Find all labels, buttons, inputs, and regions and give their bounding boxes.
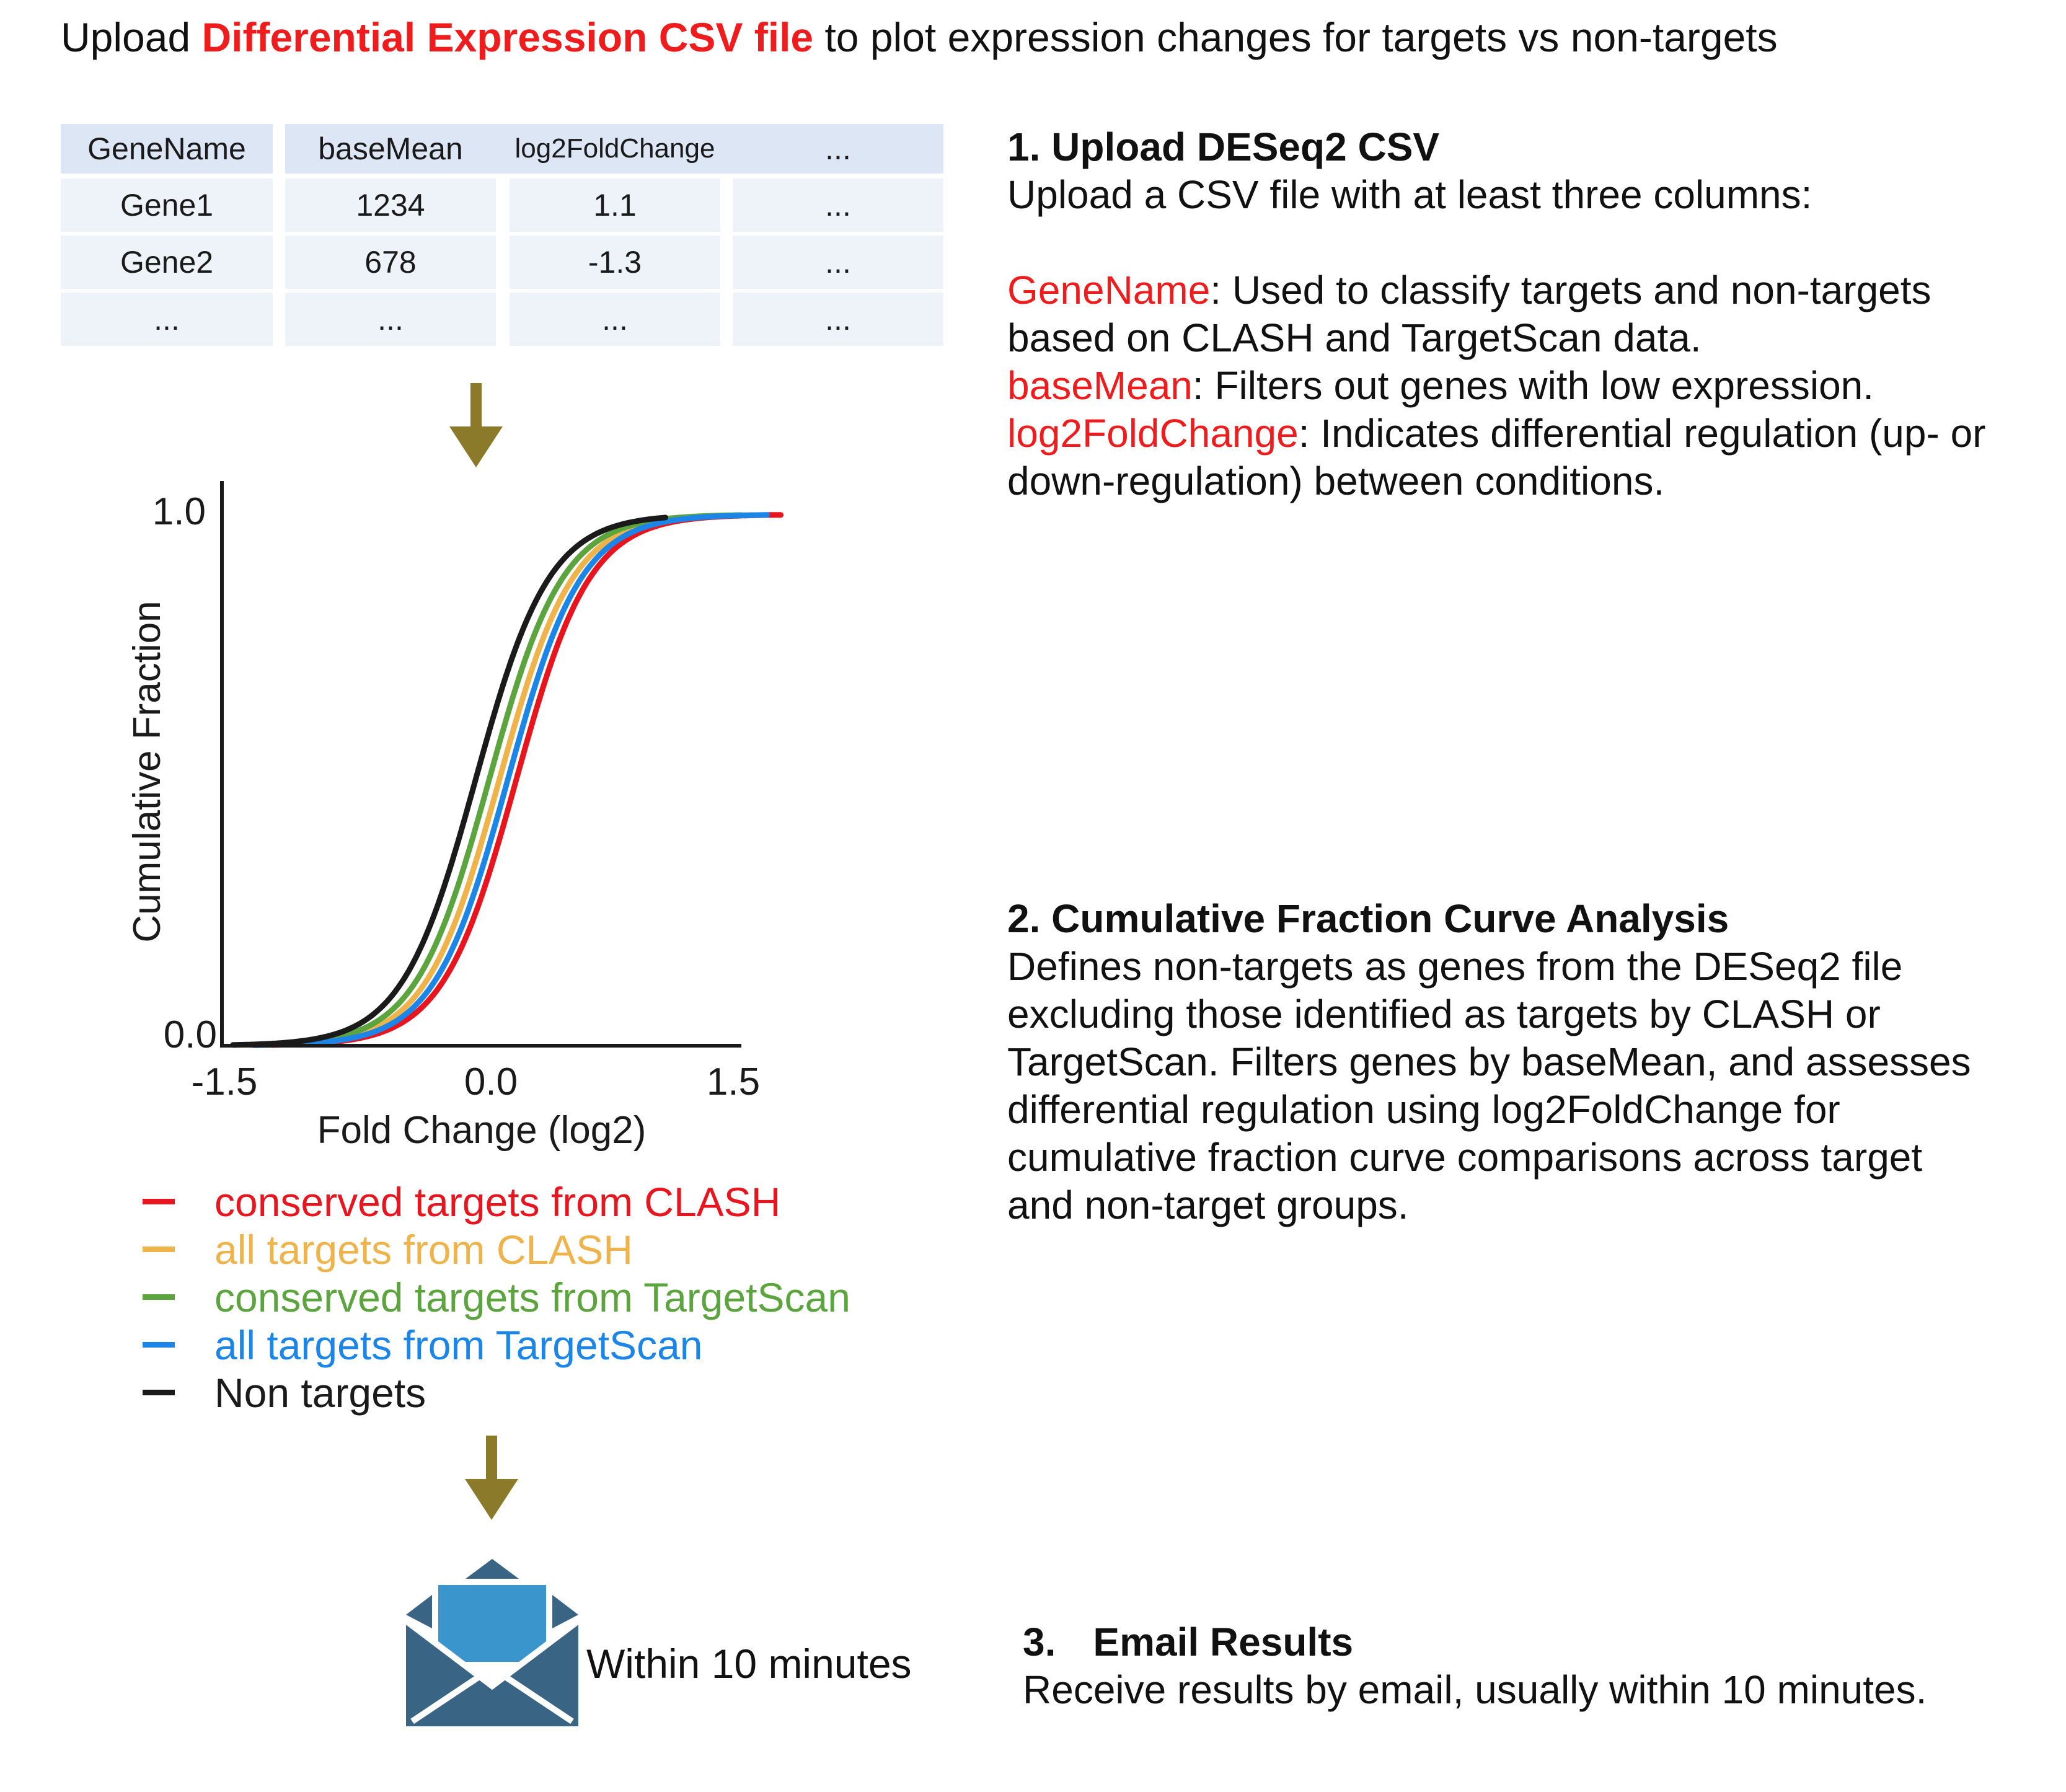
step2-line: and non-target groups. [1007,1183,1409,1227]
legend-item: all targets from CLASH [143,1225,633,1273]
table-cell: 678 [285,236,496,289]
basemean-label: baseMean [1007,363,1193,408]
legend-swatch [143,1342,175,1348]
y-axis-label: Cumulative Fraction [126,601,169,942]
log2fc-label: log2FoldChange [1007,411,1299,456]
y-tick-label-top: 1.0 [152,490,206,533]
legend-item: Non targets [143,1369,426,1416]
legend-item: all targets from TargetScan [143,1321,703,1369]
step3-title-text: Email Results [1093,1620,1354,1664]
series-line-4 [250,512,770,1048]
table-cell: ... [733,236,943,289]
step3-number: 3. [1023,1620,1056,1664]
table-cell: Gene1 [61,179,273,232]
table-cell: 1234 [285,179,496,232]
chart-series-layer [230,512,784,1048]
table-header-genename: GeneName [61,124,273,174]
page-title: Upload Differential Expression CSV file … [61,14,1778,61]
step1-title: 1. Upload DESeq2 CSV [1007,125,1440,169]
basemean-line: baseMean: Filters out genes with low exp… [1007,362,1985,410]
legend-label: Non targets [214,1369,426,1416]
table-cell: ... [733,293,943,346]
step2-line: cumulative fraction curve comparisons ac… [1007,1135,1923,1180]
table-cell: ... [285,293,496,346]
cumulative-fraction-chart: 1.0 0.0 -1.5 0.0 1.5 Fold Change (log2) … [126,481,784,1152]
series-line-5 [230,514,668,1048]
log2fc-desc: : Indicates differential regulation (up-… [1298,411,1986,456]
step1-body: Upload a CSV file with at least three co… [1007,171,1985,505]
log2fc-desc-cont: down-regulation) between conditions. [1007,459,1665,503]
step2-body: Defines non-targets as genes from the DE… [1007,943,1971,1229]
email-caption: Within 10 minutes [586,1641,912,1687]
legend-item: conserved targets from CLASH [143,1178,780,1225]
x-tick-label-center: 0.0 [464,1061,518,1103]
legend-swatch [143,1247,175,1252]
series-line-1 [269,512,784,1048]
step2-line: Defines non-targets as genes from the DE… [1007,944,1903,989]
step3-body: Receive results by email, usually within… [1023,1667,1927,1712]
step2-line: differential regulation using log2FoldCh… [1007,1087,1840,1132]
step3-title: 3. Email Results [1023,1619,1353,1665]
table-cell: ... [61,293,273,346]
table-cell: Gene2 [61,236,273,289]
genename-desc-cont: based on CLASH and TargetScan data. [1007,316,1702,360]
legend-item: conserved targets from TargetScan [143,1273,850,1321]
table-cell: ... [733,179,943,232]
title-highlight: Differential Expression CSV file [201,14,814,60]
basemean-desc: : Filters out genes with low expression. [1192,363,1874,408]
genename-desc: : Used to classify targets and non-targe… [1210,268,1931,312]
envelope-icon [404,1559,581,1729]
legend-swatch [143,1390,175,1395]
x-tick-label-right: 1.5 [707,1061,760,1103]
down-arrow-icon [465,1436,518,1520]
legend-swatch [143,1199,175,1204]
table-header-more: ... [825,131,851,166]
down-arrow-icon [449,383,503,467]
step2-line: TargetScan. Filters genes by baseMean, a… [1007,1039,1971,1084]
spacer [1007,219,1985,267]
title-prefix: Upload [61,14,202,60]
step2-title: 2. Cumulative Fraction Curve Analysis [1007,896,1729,941]
x-tick-label-left: -1.5 [192,1061,258,1103]
table-cell: ... [510,293,720,346]
legend-label: all targets from TargetScan [214,1322,703,1368]
table-cell: 1.1 [510,179,720,232]
title-suffix: to plot expression changes for targets v… [813,14,1778,60]
step1-intro: Upload a CSV file with at least three co… [1007,172,1812,217]
table-header-basemean: baseMean [318,131,463,166]
legend-label: conserved targets from TargetScan [214,1274,850,1320]
legend-label: all targets from CLASH [214,1226,633,1273]
genename-label: GeneName [1007,268,1211,312]
step2-line: excluding those identified as targets by… [1007,992,1881,1036]
table-header-log2foldchange: log2FoldChange [514,133,715,164]
x-axis-label: Fold Change (log2) [317,1109,647,1152]
legend-label: conserved targets from CLASH [214,1178,781,1225]
y-tick-label-bottom: 0.0 [164,1013,217,1056]
legend-swatch [143,1294,175,1300]
table-header-group [285,124,943,174]
table-cell: -1.3 [510,236,720,289]
log2fc-line: log2FoldChange: Indicates differential r… [1007,410,1985,457]
genename-line: GeneName: Used to classify targets and n… [1007,267,1985,314]
